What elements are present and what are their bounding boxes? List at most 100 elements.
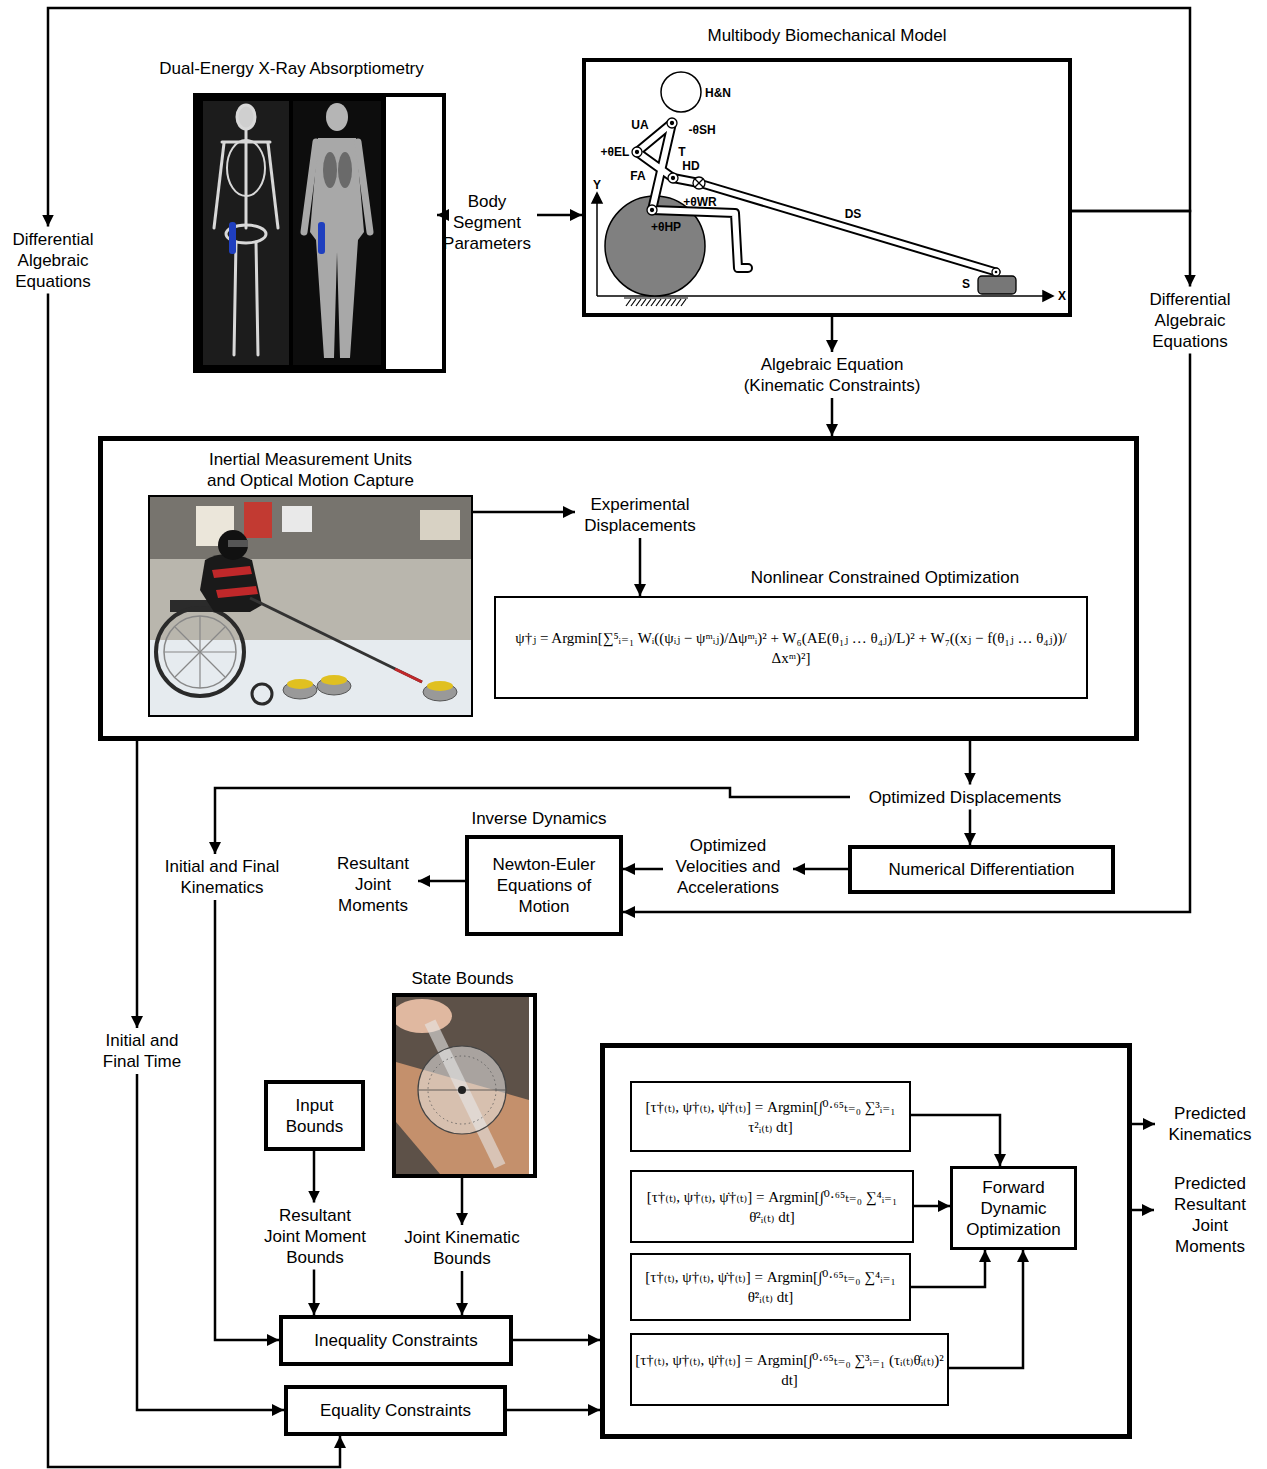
flow-arrow xyxy=(461,1178,464,1225)
box-text: Initial and Final Kinematics xyxy=(154,856,290,898)
flow-text: Resultant Joint Moments xyxy=(328,851,418,918)
equation-box: Nonlinear Constrained Optimizationψ†ⱼ = … xyxy=(494,596,1088,699)
process-box: Inequality Constraints xyxy=(279,1315,513,1366)
curling-photo xyxy=(216,586,258,598)
flow-arrow xyxy=(639,538,642,596)
flow-text: Differential Algebraic Equations xyxy=(4,227,102,294)
part-label: X xyxy=(1057,289,1067,303)
box-text: Body Segment Parameters xyxy=(439,191,535,254)
box-text: Equality Constraints xyxy=(320,1400,471,1421)
flow-arrow xyxy=(313,1151,316,1203)
flow-text: Optimized Velocities and Accelerations xyxy=(663,833,793,900)
curling-photo xyxy=(212,566,252,578)
joint-marker xyxy=(632,147,642,157)
equation-box: [τ†₍ₜ₎, ψ†₍ₜ₎, ψ̇†₍ₜ₎] = Argmin[∫⁰·⁶⁵ₜ₌₀… xyxy=(630,1081,911,1152)
flow-arrow xyxy=(623,868,663,871)
image-panel: Dual-Energy X-Ray Absorptiometry xyxy=(193,93,446,373)
box-text: Joint Kinematic Bounds xyxy=(389,1227,535,1269)
stone-sled xyxy=(992,268,1000,276)
equation-box: [τ†₍ₜ₎, ψ†₍ₜ₎, ψ̇†₍ₜ₎] = Argmin[∫⁰·⁶⁵ₜ₌₀… xyxy=(630,1253,911,1321)
flow-text: Resultant Joint Moment Bounds xyxy=(259,1203,371,1270)
part-label: +θWR xyxy=(682,195,718,209)
goniometer-photo xyxy=(392,997,529,1174)
part-label: +θHP xyxy=(650,220,682,234)
goniometer-photo xyxy=(418,1046,506,1134)
process-box: Equality Constraints xyxy=(284,1385,507,1436)
flow-arrow xyxy=(949,1250,1023,1368)
box-text: Predicted Resultant Joint Moments xyxy=(1156,1173,1264,1257)
flow-arrow xyxy=(911,1250,985,1287)
flow-text: Predicted Kinematics xyxy=(1155,1101,1265,1147)
goniometer-photo xyxy=(392,999,452,1033)
joint-marker xyxy=(647,205,657,215)
curling-photo xyxy=(150,497,471,559)
part-label: T xyxy=(677,145,686,159)
box-text: Predicted Kinematics xyxy=(1157,1103,1263,1145)
box-heading: Inverse Dynamics xyxy=(459,808,619,829)
curling-photo xyxy=(427,681,453,691)
goniometer-photo xyxy=(458,1086,466,1094)
ground-hatch xyxy=(626,299,631,306)
flow-arrow xyxy=(313,1270,316,1316)
box-text: Resultant Joint Moment Bounds xyxy=(261,1205,369,1268)
skeleton-xray xyxy=(268,143,278,228)
body-scan xyxy=(358,142,370,232)
flow-arrow xyxy=(461,1271,464,1315)
equation-text: [τ†₍ₜ₎, ψ†₍ₜ₎, ψ̇†₍ₜ₎] = Argmin[∫⁰·⁶⁵ₜ₌₀… xyxy=(635,1350,944,1390)
model-axes xyxy=(1043,291,1053,301)
curling-photo xyxy=(282,506,312,532)
flow-arrow xyxy=(969,810,972,846)
box-text: Forward Dynamic Optimization xyxy=(956,1177,1071,1240)
flow-arrow xyxy=(1132,1209,1154,1212)
photo-panel: Inertial Measurement Units and Optical M… xyxy=(148,495,473,717)
flow-arrow xyxy=(215,900,279,1340)
flow-text: Predicted Resultant Joint Moments xyxy=(1154,1171,1266,1259)
flow-arrow xyxy=(1132,1123,1155,1126)
bone-highlight xyxy=(318,222,325,254)
part-label: -θSH xyxy=(687,123,716,137)
flow-text: Joint Kinematic Bounds xyxy=(387,1225,537,1271)
curling-photo xyxy=(420,510,460,540)
body-segments xyxy=(637,123,996,272)
group-box: Inertial Measurement Units and Optical M… xyxy=(98,436,1139,741)
flow-text: Initial and Final Kinematics xyxy=(152,854,292,900)
flow-text: Algebraic Equation (Kinematic Constraint… xyxy=(727,352,937,398)
skeleton-xray xyxy=(214,143,224,228)
joint-marker xyxy=(672,177,675,180)
part-label: HD xyxy=(681,159,700,173)
part-label: H&N xyxy=(704,86,732,100)
flow-arrow xyxy=(831,317,834,352)
model-axes xyxy=(592,193,602,203)
equation-text: [τ†₍ₜ₎, ψ†₍ₜ₎, ψ̇†₍ₜ₎] = Argmin[∫⁰·⁶⁵ₜ₌₀… xyxy=(635,1267,906,1307)
part-label: DS xyxy=(844,207,863,221)
ground-hatch xyxy=(661,299,666,306)
flow-arrow xyxy=(831,398,834,436)
flow-text: Optimized Displacements xyxy=(850,785,1080,810)
body-scan xyxy=(310,138,364,358)
curling-photo xyxy=(150,497,471,715)
dxa-image xyxy=(197,97,386,369)
ground-hatch xyxy=(636,299,641,306)
group-box: [τ†₍ₜ₎, ψ†₍ₜ₎, ψ̇†₍ₜ₎] = Argmin[∫⁰·⁶⁵ₜ₌₀… xyxy=(600,1043,1132,1439)
photo-panel: State Bounds xyxy=(392,993,537,1178)
ground-hatch xyxy=(646,299,651,306)
joint-marker xyxy=(668,173,678,183)
flow-arrow xyxy=(507,1409,600,1412)
body-segments xyxy=(699,183,996,272)
curling-photo xyxy=(164,616,236,688)
ground-hatch xyxy=(624,297,688,298)
process-box: Forward Dynamic Optimization xyxy=(950,1166,1077,1250)
flow-arrow xyxy=(793,868,848,871)
curling-photo xyxy=(321,675,347,685)
equation-box: [τ†₍ₜ₎, ψ†₍ₜ₎, ψ̇†₍ₜ₎] = Argmin[∫⁰·⁶⁵ₜ₌₀… xyxy=(630,1170,914,1243)
stone-sled xyxy=(978,276,1016,294)
part-label: UA xyxy=(630,118,649,132)
flow-text: Differential Algebraic Equations xyxy=(1140,287,1240,354)
skeleton-xray xyxy=(237,105,255,129)
curling-photo xyxy=(228,540,248,547)
curling-photo xyxy=(395,669,422,682)
curling-photo xyxy=(200,554,262,612)
box-text: Initial and Final Time xyxy=(94,1030,190,1072)
joint-marker xyxy=(667,118,677,128)
flow-arrow xyxy=(1072,211,1190,287)
